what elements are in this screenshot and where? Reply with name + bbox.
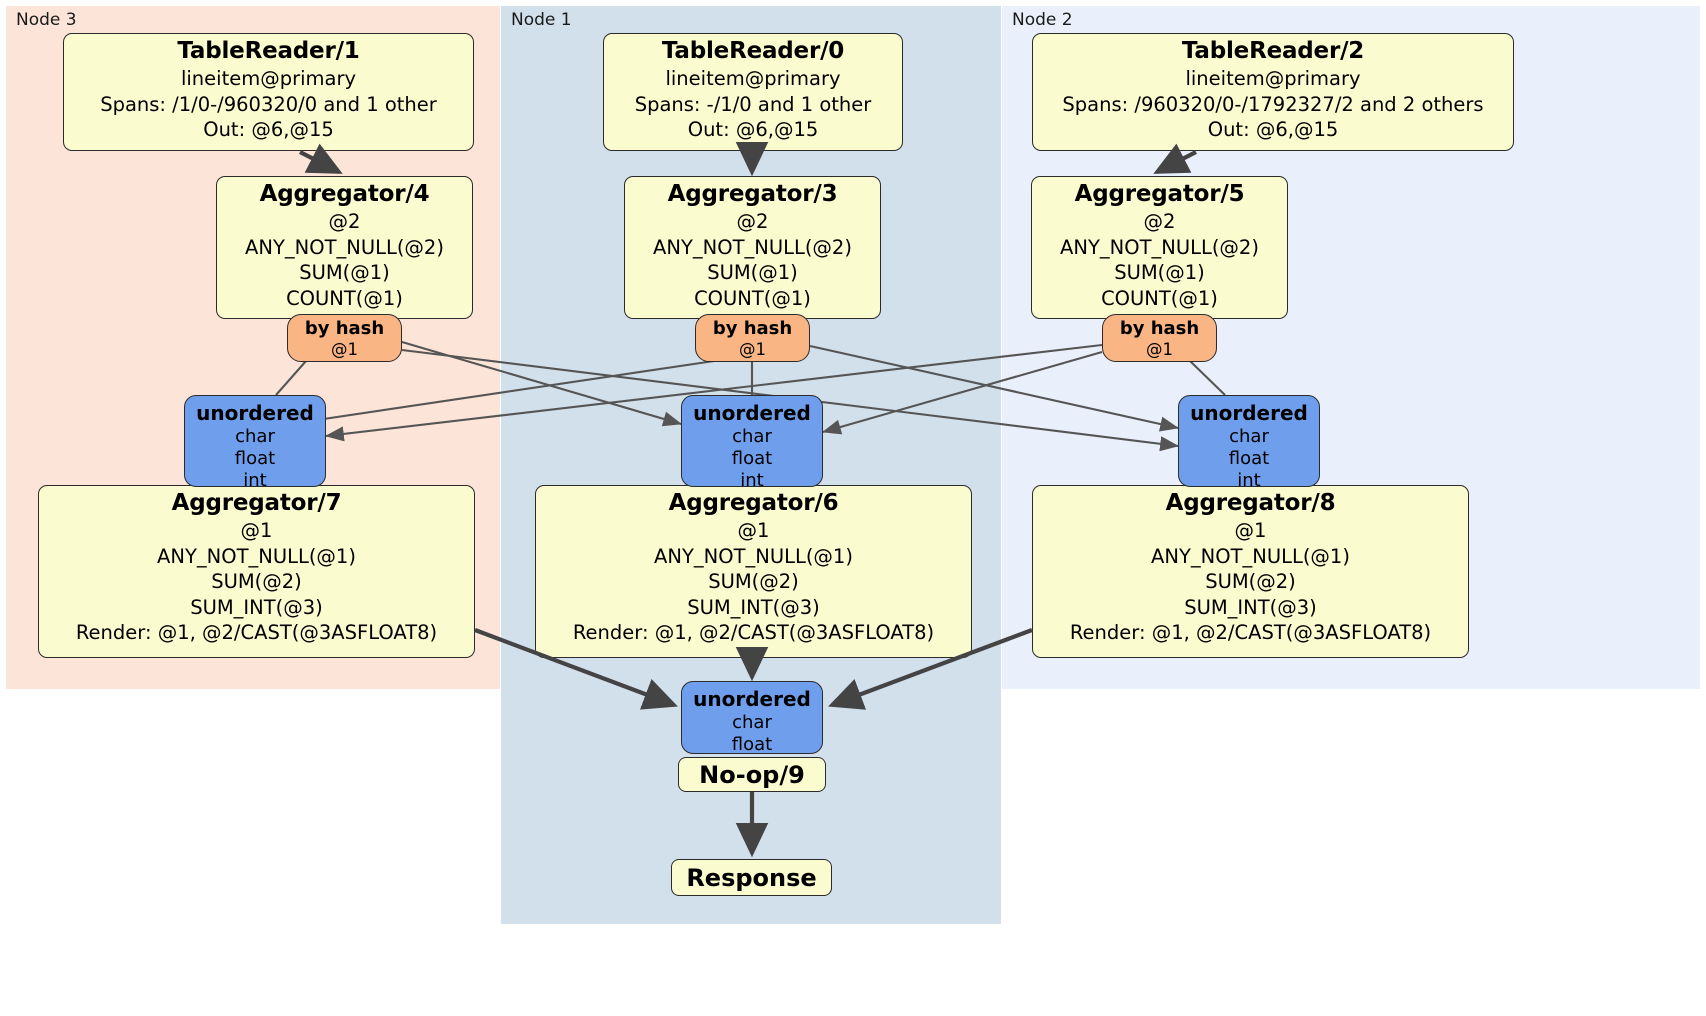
processor-detail-line: @1 — [240, 519, 273, 542]
processor-aggregator-4[interactable]: Aggregator/4 @2 ANY_NOT_NULL(@2) SUM(@1)… — [216, 176, 473, 319]
router-by-hash-4[interactable]: by hash @1 — [287, 314, 402, 362]
router-title: by hash — [1119, 318, 1200, 339]
processor-detail-line: lineitem@primary — [1185, 67, 1361, 90]
router-title: by hash — [304, 318, 385, 339]
synchronizer-unordered-6[interactable]: unordered char float int — [681, 395, 823, 491]
processor-detail-line: ANY_NOT_NULL(@1) — [654, 544, 853, 568]
synchronizer-type: char — [732, 712, 772, 733]
processor-detail-line: ANY_NOT_NULL(@2) — [245, 235, 444, 259]
router-column: @1 — [331, 340, 358, 359]
processor-detail-line: ANY_NOT_NULL(@2) — [1060, 235, 1259, 259]
processor-aggregator-3[interactable]: Aggregator/3 @2 ANY_NOT_NULL(@2) SUM(@1)… — [624, 176, 881, 319]
processor-render-line: Render: @1, @2/CAST(@3ASFLOAT8) — [1069, 621, 1432, 644]
processor-detail-line: @2 — [1143, 210, 1176, 233]
synchronizer-type: int — [740, 470, 764, 491]
processor-detail-line: COUNT(@1) — [286, 286, 403, 310]
processor-detail-line: ANY_NOT_NULL(@2) — [653, 235, 852, 259]
processor-aggregator-5[interactable]: Aggregator/5 @2 ANY_NOT_NULL(@2) SUM(@1)… — [1031, 176, 1288, 319]
processor-detail-line: SUM(@1) — [299, 261, 390, 284]
synchronizer-type: int — [243, 470, 267, 491]
processor-title: TableReader/0 — [661, 38, 845, 64]
processor-tablereader-2[interactable]: TableReader/2 lineitem@primary Spans: /9… — [1032, 33, 1514, 151]
router-by-hash-3[interactable]: by hash @1 — [695, 314, 810, 362]
synchronizer-type: float — [234, 448, 276, 469]
processor-detail-line: ANY_NOT_NULL(@1) — [157, 544, 356, 568]
synchronizer-type: float — [731, 448, 773, 469]
processor-detail-line: Out: @6,@15 — [687, 118, 819, 141]
processor-detail-line: COUNT(@1) — [1101, 286, 1218, 310]
processor-detail-line: Spans: /960320/0-/1792327/2 and 2 others — [1062, 92, 1484, 116]
processor-detail-line: SUM(@1) — [707, 261, 798, 284]
processor-title: Aggregator/7 — [171, 490, 342, 516]
synchronizer-type: char — [1229, 426, 1269, 447]
processor-aggregator-6[interactable]: Aggregator/6 @1 ANY_NOT_NULL(@1) SUM(@2)… — [535, 485, 972, 658]
router-column: @1 — [1146, 340, 1173, 359]
processor-detail-line: SUM(@2) — [708, 570, 799, 593]
synchronizer-type: char — [235, 426, 275, 447]
response-node[interactable]: Response — [671, 859, 832, 896]
processor-detail-line: Out: @6,@15 — [203, 118, 334, 141]
processor-title: TableReader/2 — [1181, 38, 1365, 64]
synchronizer-title: unordered — [1190, 401, 1308, 425]
processor-title: Aggregator/5 — [1074, 181, 1245, 207]
processor-detail-line: lineitem@primary — [665, 67, 841, 90]
synchronizer-unordered-final[interactable]: unordered char float — [681, 681, 823, 755]
processor-detail-line: @1 — [737, 519, 770, 542]
router-by-hash-5[interactable]: by hash @1 — [1102, 314, 1217, 362]
synchronizer-type: float — [731, 734, 773, 755]
processor-detail-line: @2 — [736, 210, 769, 233]
processor-detail-line: SUM_INT(@3) — [687, 595, 820, 619]
node-region-label-node3: Node 3 — [16, 10, 77, 30]
processor-detail-line: COUNT(@1) — [694, 286, 811, 310]
processor-detail-line: Spans: -/1/0 and 1 other — [634, 92, 872, 116]
router-column: @1 — [739, 340, 766, 359]
processor-detail-line: SUM_INT(@3) — [190, 595, 323, 619]
processor-title: Aggregator/8 — [1165, 490, 1336, 516]
processor-detail-line: SUM(@2) — [211, 570, 302, 593]
response-title: Response — [686, 863, 817, 892]
synchronizer-title: unordered — [693, 687, 811, 711]
processor-detail-line: SUM(@2) — [1205, 570, 1296, 593]
synchronizer-unordered-7[interactable]: unordered char float int — [184, 395, 326, 491]
synchronizer-type: char — [732, 426, 772, 447]
processor-render-line: Render: @1, @2/CAST(@3ASFLOAT8) — [75, 621, 438, 644]
processor-aggregator-8[interactable]: Aggregator/8 @1 ANY_NOT_NULL(@1) SUM(@2)… — [1032, 485, 1469, 658]
synchronizer-title: unordered — [693, 401, 811, 425]
processor-detail-line: SUM_INT(@3) — [1184, 595, 1317, 619]
synchronizer-title: unordered — [196, 401, 314, 425]
processor-detail-line: lineitem@primary — [180, 67, 357, 90]
synchronizer-type: float — [1228, 448, 1270, 469]
node-region-label-node2: Node 2 — [1012, 10, 1073, 30]
processor-detail-line: @2 — [328, 210, 361, 233]
processor-title: TableReader/1 — [177, 38, 360, 64]
processor-tablereader-1[interactable]: TableReader/1 lineitem@primary Spans: /1… — [63, 33, 474, 151]
processor-detail-line: ANY_NOT_NULL(@1) — [1151, 544, 1350, 568]
router-title: by hash — [712, 318, 793, 339]
processor-title: Aggregator/3 — [667, 181, 838, 207]
synchronizer-type: int — [1237, 470, 1261, 491]
processor-tablereader-0[interactable]: TableReader/0 lineitem@primary Spans: -/… — [603, 33, 903, 151]
processor-detail-line: @1 — [1234, 519, 1267, 542]
processor-title: Aggregator/6 — [668, 490, 839, 516]
processor-title: No-op/9 — [699, 760, 805, 789]
processor-detail-line: Out: @6,@15 — [1207, 118, 1339, 141]
node-region-label-node1: Node 1 — [511, 10, 572, 30]
processor-no-op-9[interactable]: No-op/9 — [678, 757, 826, 792]
synchronizer-unordered-8[interactable]: unordered char float int — [1178, 395, 1320, 491]
processor-render-line: Render: @1, @2/CAST(@3ASFLOAT8) — [572, 621, 935, 644]
processor-detail-line: SUM(@1) — [1114, 261, 1205, 284]
processor-detail-line: Spans: /1/0-/960320/0 and 1 other — [100, 92, 437, 116]
processor-aggregator-7[interactable]: Aggregator/7 @1 ANY_NOT_NULL(@1) SUM(@2)… — [38, 485, 475, 658]
processor-title: Aggregator/4 — [259, 181, 430, 207]
